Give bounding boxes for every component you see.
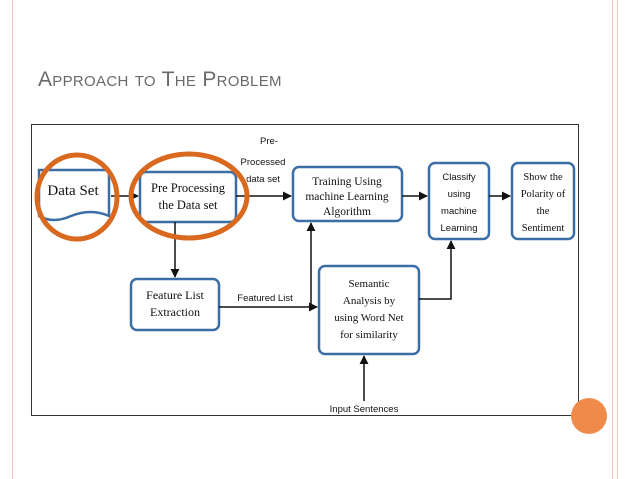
highlight-ring-pre-processing (128, 151, 250, 241)
pre-processed-line-2: Processed (241, 157, 286, 168)
frame-line-left (12, 0, 13, 479)
frame-line-right-inner (612, 0, 613, 479)
featured-list-label: Featured List (237, 293, 293, 304)
training-line-2: machine Learning (305, 191, 389, 203)
polarity-box (510, 161, 576, 241)
frame-line-right-outer (617, 0, 618, 479)
training-line-1: Training Using (312, 176, 382, 188)
flow-diagram: Data Set Pre Processing the Data set Pre… (31, 124, 579, 416)
classify-line-4: Learning (441, 223, 478, 234)
pre-processing-box (138, 170, 238, 224)
pre-processed-line-3: data set (246, 174, 280, 185)
feature-list-line-2: Extraction (150, 305, 200, 319)
classify-line-2: using (448, 189, 471, 200)
semantic-box (317, 264, 421, 356)
slide-title: Approach to The Problem (38, 68, 282, 91)
feature-list-box (129, 277, 221, 332)
polarity-line-1: Show the (523, 172, 563, 183)
data-set-label: Data Set (47, 183, 99, 199)
semantic-line-2: Analysis by (343, 295, 396, 307)
arrow-semantic-to-classify (419, 240, 456, 300)
highlight-ring-data-set (34, 152, 120, 242)
decorative-circle (571, 398, 607, 434)
semantic-line-1: Semantic (349, 278, 390, 290)
polarity-line-3: the (537, 206, 550, 217)
semantic-line-4: for similarity (340, 329, 398, 341)
classify-box (427, 161, 491, 241)
training-box (291, 165, 404, 223)
semantic-line-3: using Word Net (334, 312, 403, 324)
polarity-line-4: Sentiment (522, 223, 565, 234)
input-sentences-label: Input Sentences (330, 404, 399, 415)
pre-processed-line-1: Pre- (260, 136, 278, 147)
pre-processing-line-2: the Data set (158, 198, 218, 212)
feature-list-line-1: Feature List (146, 288, 204, 302)
training-line-3: Algorithm (323, 206, 371, 218)
classify-line-3: machine (441, 206, 477, 217)
pre-processing-line-1: Pre Processing (151, 181, 226, 195)
polarity-line-2: Polarity of (521, 189, 566, 200)
classify-line-1: Classify (442, 172, 476, 183)
